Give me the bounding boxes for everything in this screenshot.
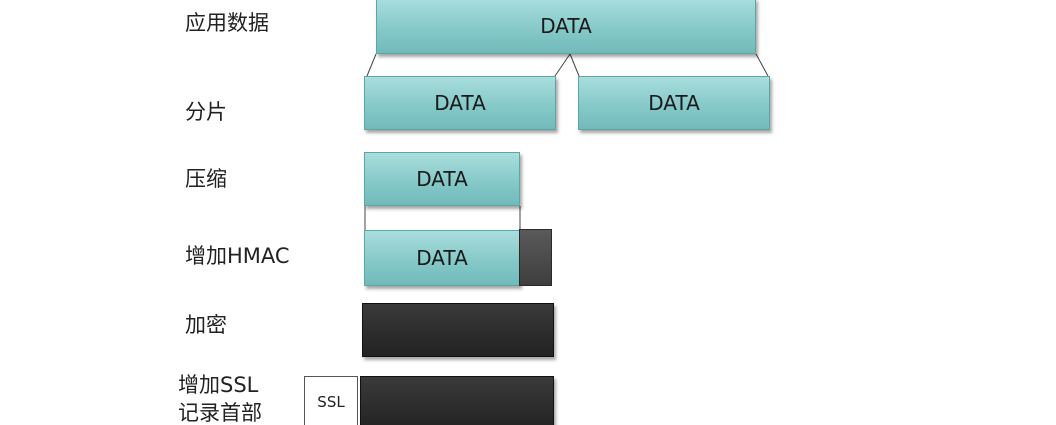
app-data-block: DATA xyxy=(376,0,756,54)
hmac-data-block: DATA xyxy=(364,230,520,286)
label-compress: 压缩 xyxy=(185,167,227,191)
label-encrypt: 加密 xyxy=(185,313,227,337)
ssl-record-encrypted-block xyxy=(360,376,554,425)
fragment-block-right: DATA xyxy=(578,76,770,130)
encrypted-block xyxy=(362,303,554,357)
label-add-ssl-header-line2: 记录首部 xyxy=(178,401,262,425)
split-line-left-inner xyxy=(554,53,571,77)
split-line-right-inner xyxy=(569,53,580,77)
ssl-header-box: SSL xyxy=(304,376,358,425)
label-app-data: 应用数据 xyxy=(185,11,269,35)
label-fragment: 分片 xyxy=(185,100,227,124)
split-line-left-outer xyxy=(366,53,377,77)
fragment-block-left: DATA xyxy=(364,76,556,130)
split-line-right-outer xyxy=(755,53,769,77)
label-add-ssl-header-line1: 增加SSL xyxy=(178,373,259,397)
hmac-block xyxy=(519,229,552,286)
label-add-hmac: 增加HMAC xyxy=(185,244,290,268)
compressed-block: DATA xyxy=(364,152,520,206)
